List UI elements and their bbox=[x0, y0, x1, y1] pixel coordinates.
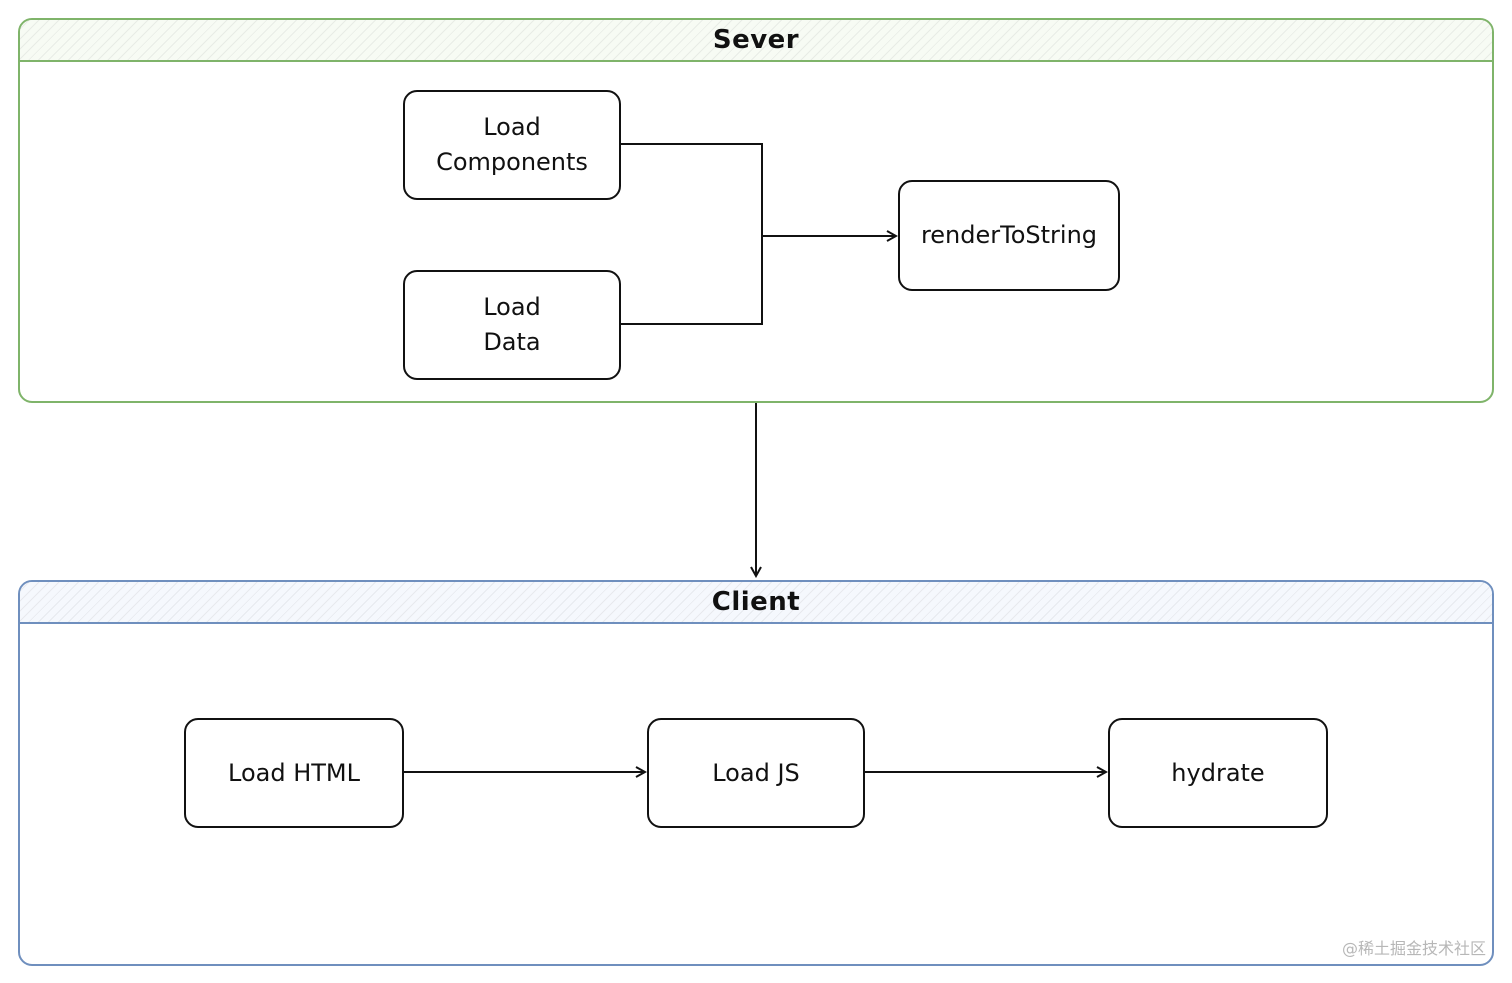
watermark: @稀土掘金技术社区 bbox=[1341, 939, 1486, 958]
server-title: Sever bbox=[712, 25, 800, 55]
hydrate-label: hydrate bbox=[1171, 758, 1265, 787]
server-frame-header: Sever bbox=[20, 20, 1492, 62]
render-to-string-node: renderToString bbox=[898, 180, 1120, 291]
load-js-node: Load JS bbox=[647, 718, 865, 828]
render-to-string-label: renderToString bbox=[920, 221, 1098, 250]
hydrate-node: hydrate bbox=[1108, 718, 1328, 828]
load-html-label: Load HTML bbox=[228, 758, 360, 787]
load-html-node: Load HTML bbox=[184, 718, 404, 828]
client-frame-header: Client bbox=[20, 582, 1492, 624]
load-data-label: Load Data bbox=[483, 293, 541, 356]
server-frame: Sever bbox=[18, 18, 1494, 403]
load-data-node: Load Data bbox=[403, 270, 621, 380]
load-js-label: Load JS bbox=[712, 758, 800, 787]
load-components-node: Load Components bbox=[403, 90, 621, 200]
load-components-label: Load Components bbox=[436, 113, 588, 176]
client-title: Client bbox=[711, 587, 801, 617]
